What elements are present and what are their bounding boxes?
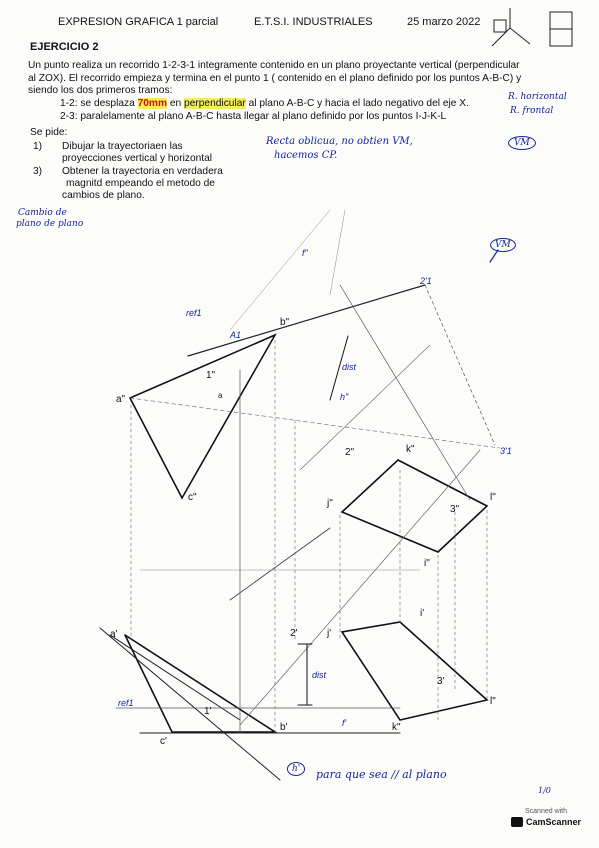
task-text: Obtener la trayectoria en verdadera bbox=[62, 166, 223, 177]
label-ref1-bottom: ref1 bbox=[118, 698, 134, 708]
course-title: EXPRESION GRAFICA 1 parcial bbox=[58, 16, 219, 28]
label-c1: c' bbox=[160, 736, 167, 747]
label-c2: c" bbox=[188, 492, 197, 503]
school-name: E.T.S.I. INDUSTRIALES bbox=[254, 16, 373, 28]
page-number: 1/0 bbox=[538, 786, 551, 795]
label-point3-h: 3' bbox=[437, 676, 445, 687]
statement-line: al ZOX). El recorrido empieza y termina … bbox=[28, 72, 522, 84]
watermark-line: CamScanner bbox=[525, 817, 582, 827]
tramo-1: 1-2: se desplaza 70mm en perpendicular a… bbox=[60, 98, 469, 109]
task-text: cambios de plano. bbox=[62, 190, 145, 201]
hand-note: Cambio de bbox=[18, 208, 67, 218]
hand-note: R. frontal bbox=[510, 106, 554, 116]
watermark-line: Scanned with bbox=[524, 808, 568, 815]
label-point2-h: 2' bbox=[290, 628, 298, 639]
label-f2: f" bbox=[302, 248, 309, 258]
task-text: Dibujar la trayectoriaen las bbox=[62, 141, 183, 152]
distance-highlight: 70mm bbox=[137, 98, 168, 109]
triangle-abc-horizontal bbox=[124, 634, 278, 733]
scanner-watermark: Scanned with CamScanner bbox=[505, 808, 587, 838]
label-l1: l" bbox=[490, 696, 496, 707]
tramo-2: 2-3: paralelamente al plano A-B-C hasta … bbox=[60, 111, 447, 122]
label-point1-v: 1" bbox=[206, 370, 216, 381]
label-k1: k" bbox=[392, 722, 401, 733]
task-text: proyecciones vertical y horizontal bbox=[62, 153, 213, 164]
label-ref1-top: ref1 bbox=[186, 308, 202, 318]
hand-note: R. horizontal bbox=[508, 92, 567, 102]
label-dist-top: dist bbox=[342, 362, 357, 372]
hand-note: plano de plano bbox=[16, 219, 84, 229]
label-h2: h" bbox=[340, 392, 349, 402]
label-a2: a" bbox=[116, 394, 126, 405]
statement-line: Un punto realiza un recorrido 1-2-3-1 in… bbox=[28, 60, 520, 71]
label-a1: a' bbox=[110, 629, 118, 640]
label-f1: f' bbox=[342, 718, 347, 728]
label-i1: i' bbox=[420, 608, 424, 619]
vm-circle: VM bbox=[508, 136, 536, 150]
label-k2: k" bbox=[406, 444, 415, 455]
hand-note: Recta oblicua, no obtien VM, bbox=[266, 136, 413, 147]
plane-ijkl-horizontal bbox=[340, 621, 489, 721]
hand-note: hacemos CP. bbox=[274, 150, 338, 161]
label-j1: j' bbox=[326, 628, 331, 639]
label-point2-v: 2" bbox=[345, 447, 355, 458]
plane-ijkl-vertical bbox=[340, 459, 489, 553]
label-a-small: a bbox=[218, 391, 223, 400]
label-b1: b' bbox=[280, 722, 288, 733]
perpendicular-highlight: perpendicular bbox=[184, 98, 246, 109]
statement-line: siendo los dos primeros tramos: bbox=[28, 85, 173, 96]
label-j2: j" bbox=[326, 498, 333, 509]
vm-circle-drawing: VM bbox=[490, 238, 516, 252]
label-A1: A1 bbox=[229, 330, 241, 340]
problem-statement: Un punto realiza un recorrido 1-2-3-1 in… bbox=[28, 60, 568, 98]
label-l2: l" bbox=[490, 492, 496, 503]
h-circle: h' bbox=[287, 762, 306, 776]
label-point3-v: 3" bbox=[450, 504, 460, 515]
triangle-abc-vertical bbox=[129, 333, 277, 500]
exercise-title: EJERCICIO 2 bbox=[30, 41, 99, 53]
se-pide-label: Se pide: bbox=[30, 127, 68, 138]
label-A3: 3'1 bbox=[500, 446, 512, 456]
axis-sketch bbox=[491, 8, 573, 47]
label-i2: i" bbox=[424, 558, 430, 569]
label-b2: b" bbox=[280, 317, 290, 328]
label-point1-h: 1' bbox=[204, 706, 212, 717]
task-number: 3) bbox=[33, 166, 43, 177]
hand-note: para que sea // al plano bbox=[316, 768, 447, 781]
task-text: magnitd empeando el metodo de bbox=[66, 178, 215, 189]
label-dist-bottom: dist bbox=[312, 670, 327, 680]
exam-date: 25 marzo 2022 bbox=[407, 16, 481, 28]
task-number: 1) bbox=[33, 141, 43, 152]
camscanner-logo-icon bbox=[510, 817, 523, 827]
label-A2: 2'1 bbox=[419, 276, 432, 286]
